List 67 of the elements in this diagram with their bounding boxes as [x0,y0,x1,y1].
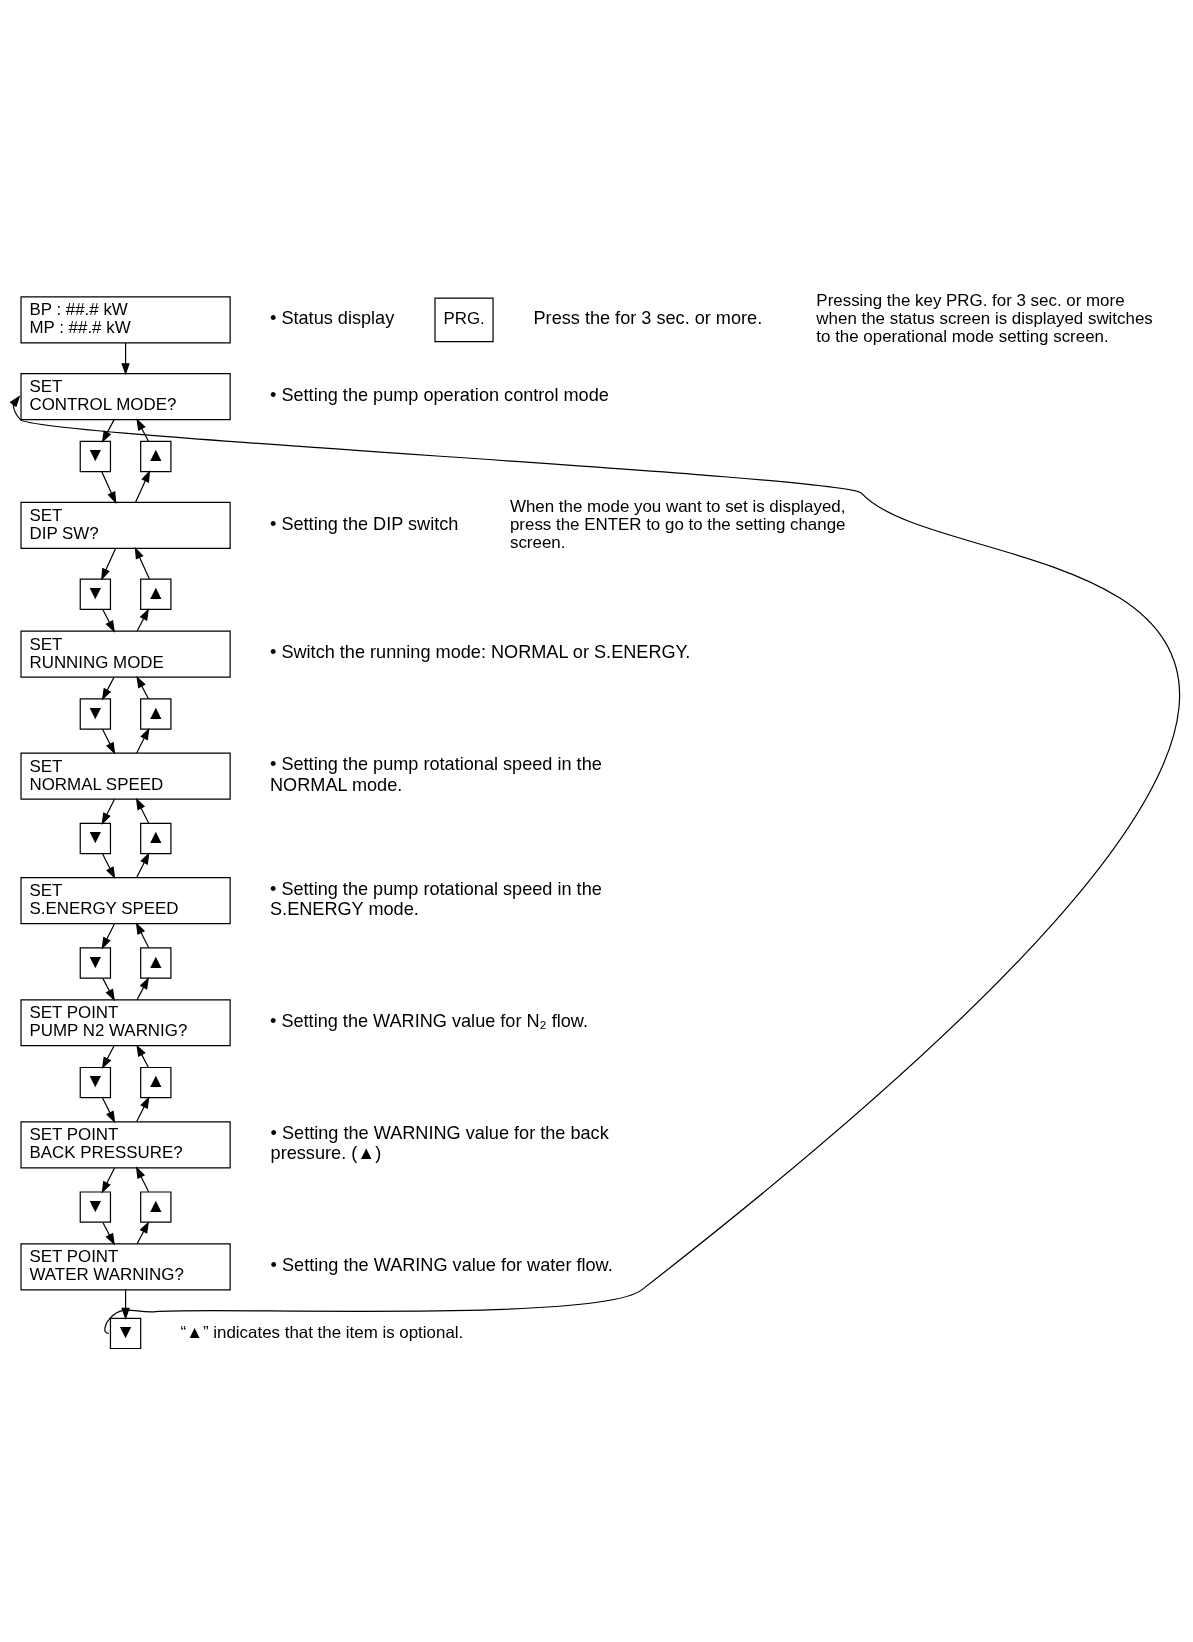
arrow [101,676,115,700]
node-box: ▼ [79,440,112,472]
arrow [101,798,116,825]
node-label: • Setting the pump rotational speed in the NORMAL mode. [270,753,602,795]
arrow [101,1044,115,1069]
arrow [102,977,115,1001]
node-box: SET NORMAL SPEED [20,752,231,800]
node-label: Press the for 3 sec. or more. [533,307,763,328]
arrow [101,852,116,879]
node-box: ▼ [79,1066,112,1098]
node-box: SET POINT WATER WARNING? [20,1242,231,1290]
node-box: ▲ [140,697,172,730]
arrow [135,797,150,824]
node-label: • Setting the WARNING value for the back pressure. (▲) [270,1122,609,1163]
node-box: SET CONTROL MODE? [20,372,231,420]
node-box: ▲ [140,578,172,610]
node-label: • Setting the WARING value for water flow. [270,1254,613,1275]
arrow [101,470,117,504]
node-box: PRG. [434,297,494,342]
node-label: • Setting the pump operation control mode [270,384,609,405]
node-box: ▲ [140,440,172,472]
node-box: ▲ [140,946,172,979]
node-box: ▼ [79,946,112,979]
arrow [134,546,150,579]
arrow [101,1096,116,1123]
node-box: BP : ##.# kW MP : ##.# kW [20,295,231,343]
arrow [121,341,130,375]
node-label: • Switch the running mode: NORMAL or S.ENERGY. [270,641,691,662]
arrow [101,922,116,949]
node-box: ▼ [109,1317,142,1349]
label: “▲” indicates that the item is optional. [180,1322,464,1342]
arrow [136,976,150,1000]
node-box: ▼ [79,578,112,610]
node-box: SET S.ENERGY SPEED [20,876,231,924]
arrow [135,921,150,948]
arrow [136,1043,150,1068]
node-label: • Setting the DIP switch [270,513,459,534]
arrow [101,547,117,580]
arrow [136,1220,150,1244]
node-label: • Setting the pump rotational speed in the S.ENERGY mode. [270,878,602,919]
arrow [102,608,115,633]
node-label: • Setting the WARING value for N₂ flow. [270,1010,588,1031]
arrow [101,728,116,755]
node-box: SET RUNNING MODE [20,630,231,678]
node-label: • Status display [270,307,395,328]
node-box: ▼ [79,1190,112,1223]
arrow [9,394,1181,1334]
arrow [101,1166,116,1194]
arrow [136,851,150,878]
arrow [102,1221,115,1245]
node-box: SET POINT PUMP N2 WARNIG? [20,998,231,1046]
node-box: ▲ [140,822,172,854]
arrow [136,727,150,754]
node-box: ▼ [79,822,112,854]
node-box: ▼ [79,697,112,730]
node-box: ▲ [140,1066,172,1098]
arrow [135,1165,150,1193]
arrow [136,675,150,699]
arrow [101,418,115,443]
label: When the mode you want to set is displayed, press the ENTER to go to the setting change screen. [509,496,846,552]
node-box: SET DIP SW? [20,501,231,549]
label: Pressing the key PRG. for 3 sec. or more when the status screen is displayed switches to the operational mode setting screen. [816,290,1153,346]
arrow [134,469,151,503]
node-box: SET POINT BACK PRESSURE? [20,1120,231,1168]
arrow [136,1095,150,1122]
node-box: ▲ [140,1190,172,1223]
arrow [136,607,150,632]
